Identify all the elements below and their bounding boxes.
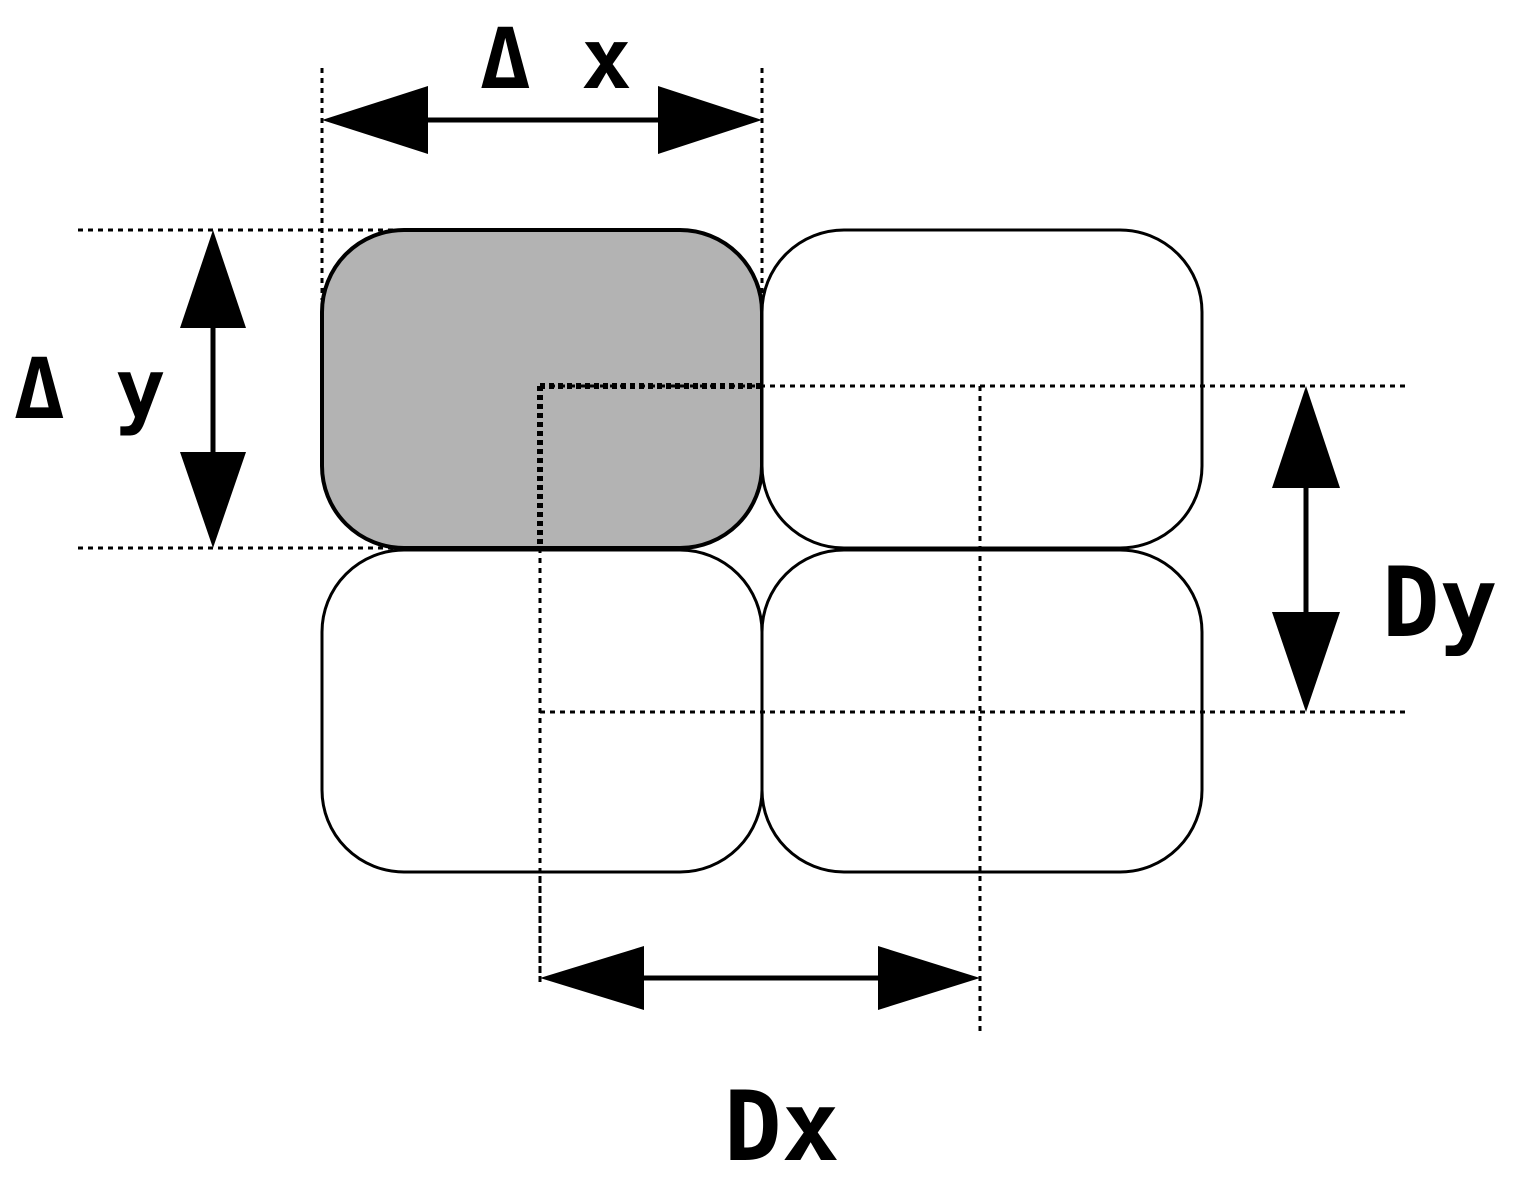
delta-x-label: Δ x bbox=[480, 10, 632, 108]
delta-y-arrow-bottom-head bbox=[180, 452, 246, 548]
dy-arrow bbox=[1272, 386, 1340, 712]
delta-y-arrow bbox=[180, 230, 246, 548]
delta-x-arrow bbox=[322, 86, 762, 154]
cell-grid bbox=[320, 228, 1204, 874]
delta-y-label: Δ y bbox=[14, 340, 166, 438]
guide-lines-overlay bbox=[537, 383, 1410, 1034]
dx-label: Dx bbox=[724, 1071, 840, 1183]
dy-label: Dy bbox=[1382, 547, 1498, 659]
dy-arrow-bottom-head bbox=[1272, 612, 1340, 712]
delta-x-arrow-right-head bbox=[658, 86, 762, 154]
delta-x-arrow-left-head bbox=[322, 86, 428, 154]
dy-arrow-top-head bbox=[1272, 386, 1340, 488]
cell-top-right bbox=[760, 228, 1204, 550]
dx-arrow bbox=[540, 946, 980, 1010]
guide-lines bbox=[78, 68, 1410, 1034]
delta-y-arrow-top-head bbox=[180, 230, 246, 328]
dx-arrow-right-head bbox=[878, 946, 980, 1010]
dx-arrow-left-head bbox=[540, 946, 644, 1010]
